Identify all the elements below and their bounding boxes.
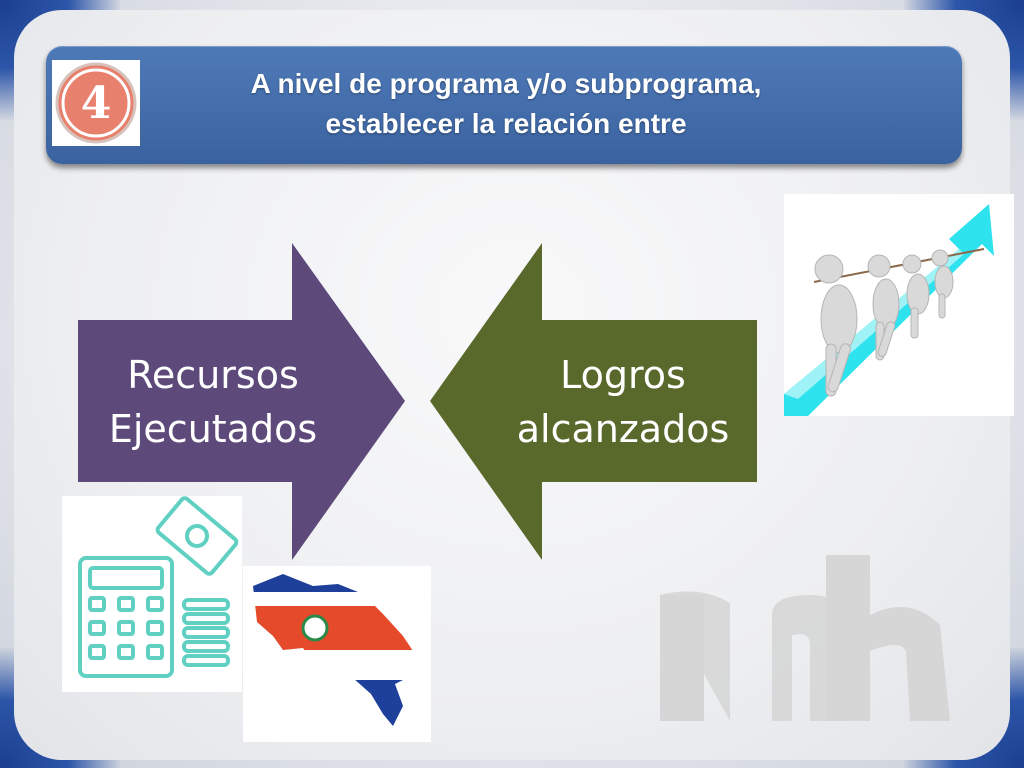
left-arrow-label-line-2: Ejecutados — [108, 407, 318, 451]
left-arrow-label-line-1: Recursos — [127, 353, 299, 397]
right-arrow-shape — [430, 243, 757, 560]
step-number-badge: 4 — [52, 60, 140, 146]
calculator-money-illustration — [62, 496, 242, 692]
teamwork-rope-icon — [784, 204, 994, 416]
slide-title-line-1: A nivel de programa y/o subprograma, — [250, 68, 762, 99]
right-arrow-label-line-1: Logros — [560, 353, 686, 397]
title-banner: 4 A nivel de programa y/o subprograma, e… — [46, 46, 962, 164]
step-number-icon: 4 — [55, 62, 137, 144]
step-number-text: 4 — [81, 78, 112, 129]
left-arrow-shape — [78, 243, 405, 560]
teamwork-illustration — [784, 194, 1014, 416]
mh-logo — [660, 555, 950, 721]
costa-rica-flag-map-illustration — [243, 566, 431, 742]
mh-logo-watermark — [660, 555, 960, 725]
right-arrow-label-line-2: alcanzados — [516, 407, 730, 451]
costa-rica-map-icon — [253, 574, 415, 726]
slide-title: A nivel de programa y/o subprograma, est… — [156, 64, 856, 144]
calculator-money-icon — [78, 496, 239, 678]
left-arrow-label: Recursos Ejecutados — [78, 348, 348, 456]
slide-title-line-2: establecer la relación entre — [325, 108, 687, 139]
right-arrow-label: Logros alcanzados — [488, 348, 758, 456]
